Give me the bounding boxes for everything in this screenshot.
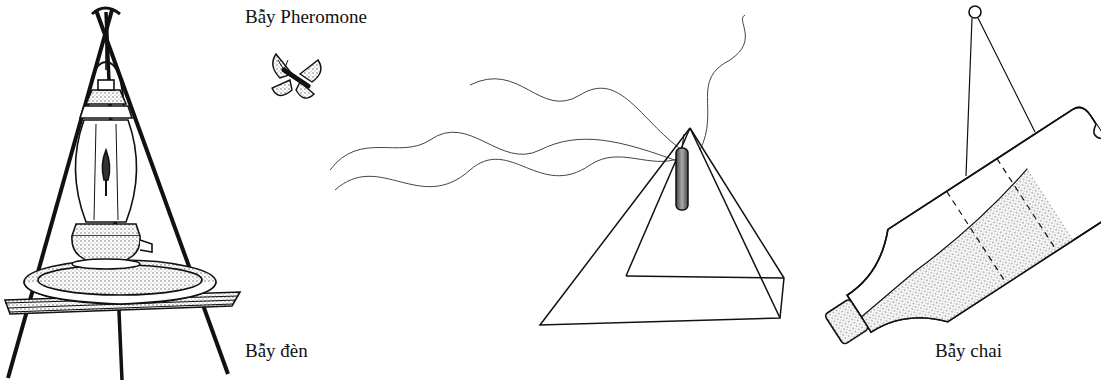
pheromone-trap bbox=[330, 15, 784, 325]
moth bbox=[272, 54, 321, 98]
bottle-trap bbox=[804, 6, 1101, 376]
trap-label: Bẫy đèn bbox=[245, 340, 308, 363]
lamp-trap bbox=[5, 8, 240, 380]
trap-label: Bẫy Pheromone bbox=[245, 6, 367, 29]
trap-label: Bẫy chai bbox=[935, 340, 1002, 363]
